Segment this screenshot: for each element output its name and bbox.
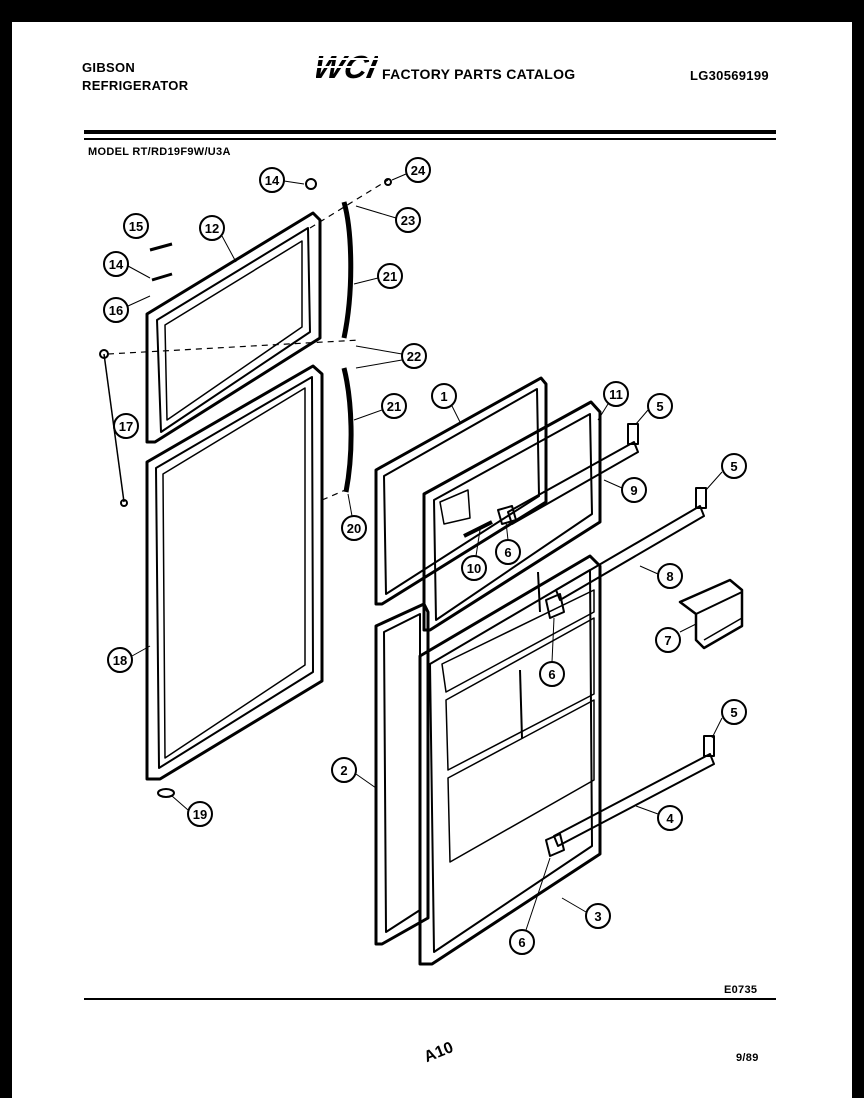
svg-text:21: 21: [387, 399, 401, 414]
svg-text:6: 6: [518, 935, 525, 950]
svg-text:20: 20: [347, 521, 361, 536]
callout-6c: 6: [509, 857, 551, 955]
callout-21a: 21: [353, 263, 403, 289]
callout-11: 11: [597, 381, 629, 421]
drawing-code: E0735: [724, 984, 758, 996]
butter-compartment-7: [678, 578, 744, 650]
svg-text:12: 12: [205, 221, 219, 236]
clip-14: [151, 272, 173, 282]
hinge-19: [157, 788, 175, 798]
freezer-door-gasket-13: [145, 211, 322, 444]
shelf-slot-10: [463, 520, 493, 538]
footer-rule: [84, 998, 776, 1000]
callout-12: 14: [259, 167, 305, 193]
rail-end-cap-5c: [703, 735, 715, 757]
callout-10: 10: [461, 529, 487, 581]
freezer-liner-gasket-1: [374, 376, 548, 606]
header-rule-thin: [84, 138, 776, 140]
catalog-title: FACTORY PARTS CATALOG: [382, 66, 576, 82]
svg-text:15: 15: [129, 219, 143, 234]
rail-end-cap-5b: [695, 487, 707, 509]
callout-13: 12: [199, 215, 237, 263]
catalog-number: LG30569199: [690, 68, 769, 83]
brand-line-1: GIBSON: [82, 60, 136, 75]
freezer-door-liner-11: [422, 400, 602, 632]
svg-text:18: 18: [113, 653, 127, 668]
svg-text:5: 5: [730, 705, 737, 720]
page-date: 9/89: [736, 1052, 759, 1064]
svg-text:8: 8: [666, 569, 673, 584]
svg-text:16: 16: [109, 303, 123, 318]
rail-end-cap-5a: [627, 423, 639, 445]
svg-text:2: 2: [340, 763, 347, 778]
model-number: MODEL RT/RD19F9W/U3A: [88, 146, 231, 158]
svg-text:24: 24: [411, 163, 426, 178]
svg-text:10: 10: [467, 561, 481, 576]
callout-3: 3: [561, 897, 611, 929]
svg-text:14: 14: [265, 173, 280, 188]
svg-text:21: 21: [383, 269, 397, 284]
handle-21-lower: [341, 367, 354, 493]
callout-9: 9: [603, 477, 647, 503]
plug-12: [305, 178, 317, 190]
callout-7: 7: [655, 623, 697, 653]
svg-text:5: 5: [730, 459, 737, 474]
svg-text:3: 3: [594, 909, 601, 924]
clip-15: [149, 242, 173, 252]
svg-text:6: 6: [548, 667, 555, 682]
callout-22: 22: [355, 343, 427, 369]
shelf-clip-6a: [497, 505, 517, 525]
exploded-parts-diagram: 14 24 23 15 12 14 16 21 22 21 17 1 11 5 …: [99, 157, 747, 966]
svg-text:23: 23: [401, 213, 415, 228]
callout-19: 19: [171, 795, 213, 827]
callout-5a: 5: [635, 393, 673, 425]
svg-text:6: 6: [504, 545, 511, 560]
callout-2: 2: [331, 757, 377, 789]
header-rule-thick: [84, 130, 776, 134]
svg-text:17: 17: [119, 419, 133, 434]
svg-text:4: 4: [666, 811, 674, 826]
svg-text:9: 9: [630, 483, 637, 498]
hinge-pin-24: [384, 178, 392, 186]
callout-6b: 6: [539, 617, 565, 687]
brand-line-2: REFRIGERATOR: [82, 78, 189, 93]
part-callouts: 14 24 23 15 12 14 16 21 22 21 17 1 11 5 …: [103, 157, 747, 955]
shelf-rail-8: [555, 505, 705, 601]
shelf-rail-9: [507, 441, 639, 525]
svg-text:14: 14: [109, 257, 124, 272]
callout-4: 4: [635, 805, 683, 831]
svg-text:7: 7: [664, 633, 671, 648]
callout-1: 1: [431, 383, 461, 423]
callout-23: 23: [355, 205, 421, 233]
callout-24: 24: [391, 157, 431, 183]
wci-logo: WCI: [311, 49, 382, 85]
callout-5b: 5: [705, 453, 747, 491]
callout-16: 16: [103, 295, 151, 323]
parts-catalog-sheet: GIBSON REFRIGERATOR FACTORY PARTS CATALO…: [12, 22, 852, 1098]
callout-21b: 21: [353, 393, 407, 421]
fresh-food-door-gasket-18: [145, 364, 324, 781]
callout-6a: 6: [495, 521, 521, 565]
callout-17: 17: [113, 413, 139, 439]
svg-text:19: 19: [193, 807, 207, 822]
callout-8: 8: [639, 563, 683, 589]
shelf-clip-6b: [545, 593, 565, 619]
shelf-rail-4: [553, 753, 715, 847]
callout-15: 15: [123, 213, 149, 239]
svg-text:1: 1: [440, 389, 447, 404]
shelf-clip-6c: [545, 833, 565, 857]
handle-21-upper: [341, 201, 354, 339]
callout-18: 18: [107, 645, 151, 673]
svg-text:5: 5: [656, 399, 663, 414]
callout-5c: 5: [711, 699, 747, 739]
svg-text:22: 22: [407, 349, 421, 364]
fresh-food-door-liner-3: [418, 554, 602, 966]
svg-text:11: 11: [609, 387, 623, 402]
callout-20: 20: [341, 493, 367, 541]
callout-14: 14: [103, 251, 151, 279]
